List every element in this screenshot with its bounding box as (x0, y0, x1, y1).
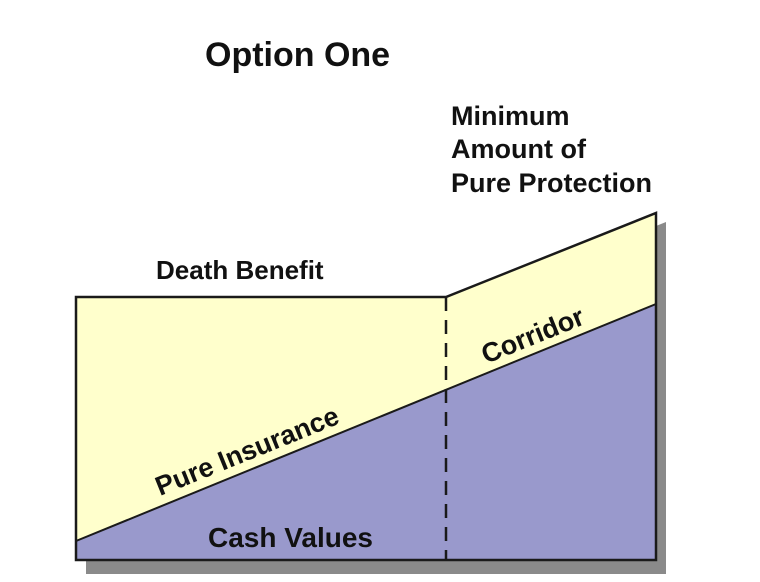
minimum-label-line2: Amount of (451, 134, 587, 164)
minimum-label-line1: Minimum (451, 101, 570, 131)
cash-value-line (75, 303, 657, 542)
minimum-label-line3: Pure Protection (451, 168, 652, 198)
cash-values-label: Cash Values (208, 522, 373, 553)
pure-insurance-region (76, 213, 656, 541)
cash-values-region (76, 304, 656, 560)
death-benefit-outline (74, 211, 658, 562)
diagram-title: Option One (205, 36, 390, 74)
death-benefit-label: Death Benefit (156, 255, 324, 285)
